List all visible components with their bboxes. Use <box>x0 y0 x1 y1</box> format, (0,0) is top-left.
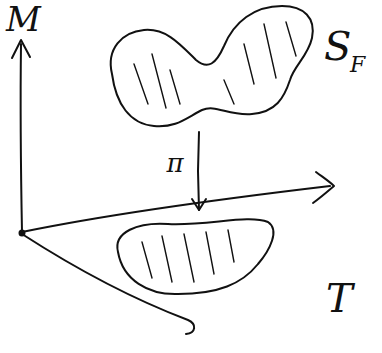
blob-shape <box>111 6 313 126</box>
hatch-stroke <box>184 234 194 282</box>
hatch-stroke <box>228 230 234 262</box>
hatch-stroke <box>206 232 214 274</box>
hatch-stroke <box>170 70 180 104</box>
base-label: T <box>326 278 353 318</box>
manifold-label: S <box>324 26 351 66</box>
vertical-axis <box>21 44 22 232</box>
hatch-stroke <box>286 22 296 56</box>
hatch-stroke <box>152 54 166 108</box>
arrow-line <box>198 132 199 210</box>
label-subscript: F <box>350 54 365 76</box>
map-label: π <box>166 150 183 176</box>
axis-label: M <box>6 2 41 36</box>
projection-arrow <box>192 132 206 210</box>
arrow-head <box>192 199 206 210</box>
base-blob: T <box>108 212 278 298</box>
depth-axis <box>22 234 194 334</box>
blob-outline <box>108 212 278 298</box>
axis-arrowhead <box>12 40 30 58</box>
manifold-blob: SF <box>104 4 316 128</box>
hatch-stroke <box>244 44 254 84</box>
hatch-stroke <box>142 242 152 278</box>
hatch-stroke <box>264 24 276 78</box>
origin-dot <box>20 231 25 236</box>
hatch-stroke <box>224 80 234 104</box>
blob-shape <box>117 219 273 294</box>
axis-arrowhead <box>313 172 334 203</box>
hatch-stroke <box>162 236 172 282</box>
blob-outline <box>104 4 316 128</box>
hatch-stroke <box>134 64 148 104</box>
